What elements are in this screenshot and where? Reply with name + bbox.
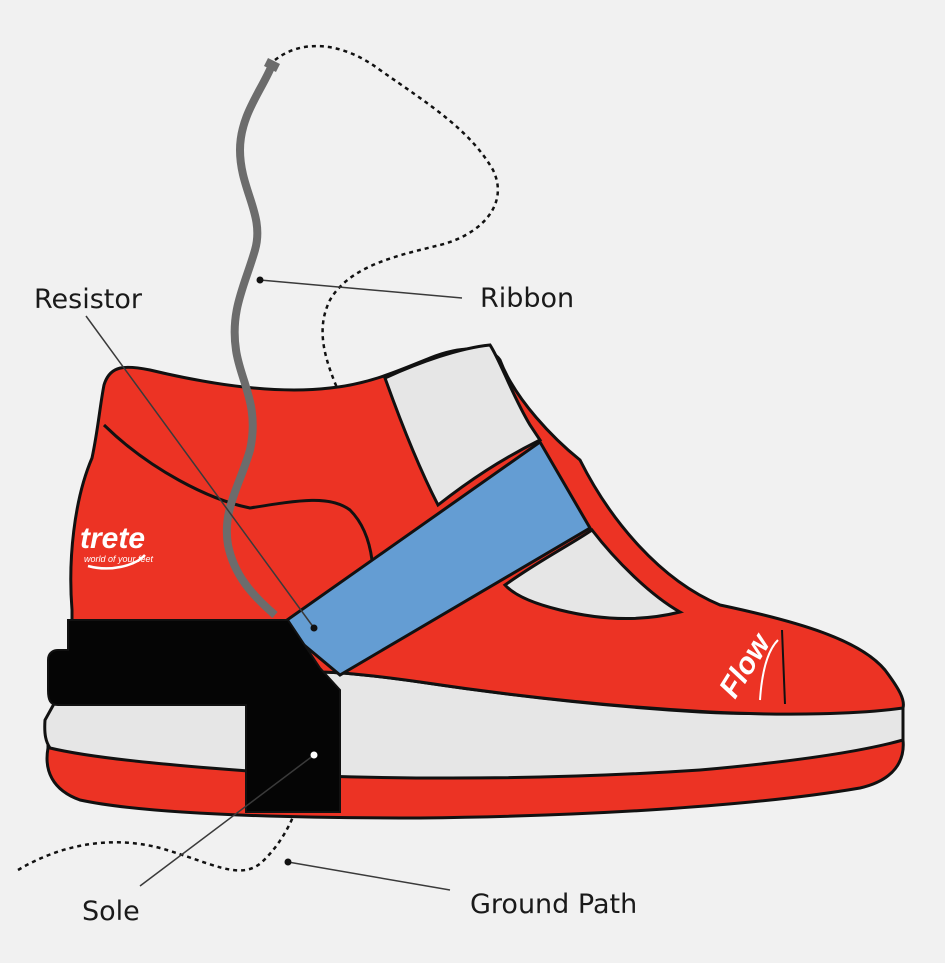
label-sole: Sole — [82, 896, 140, 927]
grounder-heel-band — [47, 619, 341, 813]
label-ground-path: Ground Path — [470, 889, 637, 920]
leader-ground-path — [287, 861, 451, 891]
heel-tagline-text: world of your feet — [84, 554, 154, 564]
marker-sole — [310, 751, 318, 759]
leader-resistor — [85, 315, 315, 629]
leader-ribbon — [259, 279, 463, 299]
label-resistor: Resistor — [34, 284, 143, 315]
leader-sole — [139, 754, 315, 887]
tongue-panel — [383, 343, 543, 508]
marker-ribbon — [256, 276, 264, 284]
ribbon-dotted-wire — [274, 44, 500, 396]
heel-logo-text: trete — [80, 522, 145, 555]
heel-brand-logo: trete world of your feet — [80, 522, 154, 570]
heel-collar-line — [102, 423, 374, 561]
vamp-panel — [502, 527, 685, 621]
ribbon-wire-cap — [263, 57, 281, 73]
label-ribbon: Ribbon — [480, 283, 574, 314]
toe-logo-swoosh — [759, 639, 779, 701]
heel-logo-swoosh — [87, 554, 146, 570]
blue-strap — [277, 439, 593, 677]
marker-resistor — [310, 624, 318, 632]
toe-line — [781, 629, 786, 705]
marker-ground-path — [284, 858, 292, 866]
ground-path-wire — [17, 811, 297, 872]
ribbon-wire — [222, 63, 278, 619]
